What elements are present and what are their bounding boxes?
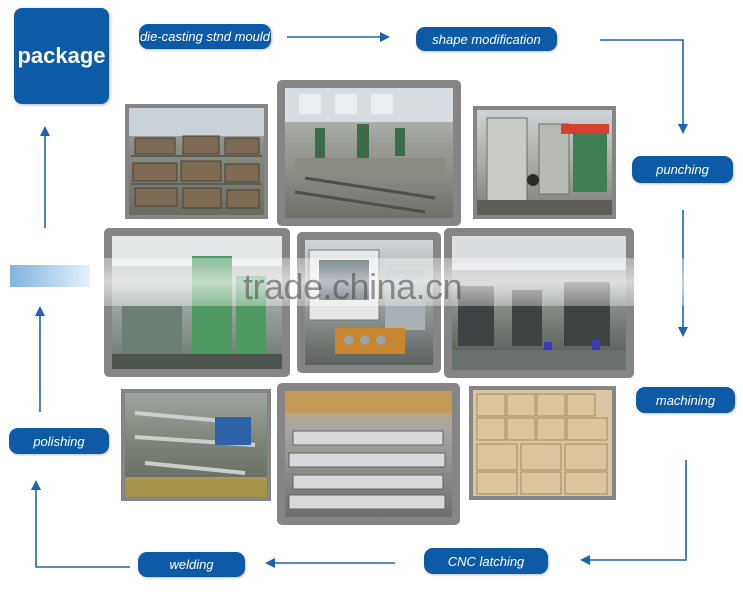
left-accent-bar	[10, 265, 90, 287]
photo-packed-cartons	[469, 386, 616, 500]
photo-shape-modification	[277, 80, 461, 226]
photo-cnc-parts	[277, 383, 460, 525]
photo-welding	[121, 389, 271, 501]
step-cnc-latching-label: CNC latching	[447, 553, 525, 569]
arrow-machining-to-cnc	[580, 460, 687, 565]
step-welding-label: welding	[169, 557, 214, 572]
arrow-shape-to-punching	[600, 39, 688, 134]
step-die-casting-label: die-casting stnd mould	[139, 29, 271, 44]
step-cnc-latching: CNC latching	[424, 548, 548, 574]
package-box: package	[14, 8, 109, 104]
step-polishing: polishing	[9, 428, 109, 454]
step-punching-label: punching	[656, 162, 709, 177]
package-label: package	[17, 43, 106, 68]
step-die-casting: die-casting stnd mould	[139, 24, 271, 49]
step-punching: punching	[632, 156, 733, 183]
step-machining-label: machining	[655, 392, 716, 408]
step-shape-modification: shape modification	[416, 27, 557, 51]
step-polishing-label: polishing	[33, 433, 85, 449]
arrow-welding-to-polishing	[31, 480, 130, 568]
step-welding: welding	[138, 552, 245, 577]
watermark-band	[0, 258, 743, 306]
step-machining: machining	[636, 387, 735, 413]
photo-die-casting-molds	[125, 104, 268, 219]
watermark: trade.china.cn	[243, 266, 463, 307]
step-shape-modification-label: shape modification	[432, 31, 541, 47]
photo-punching-presses	[473, 106, 616, 219]
